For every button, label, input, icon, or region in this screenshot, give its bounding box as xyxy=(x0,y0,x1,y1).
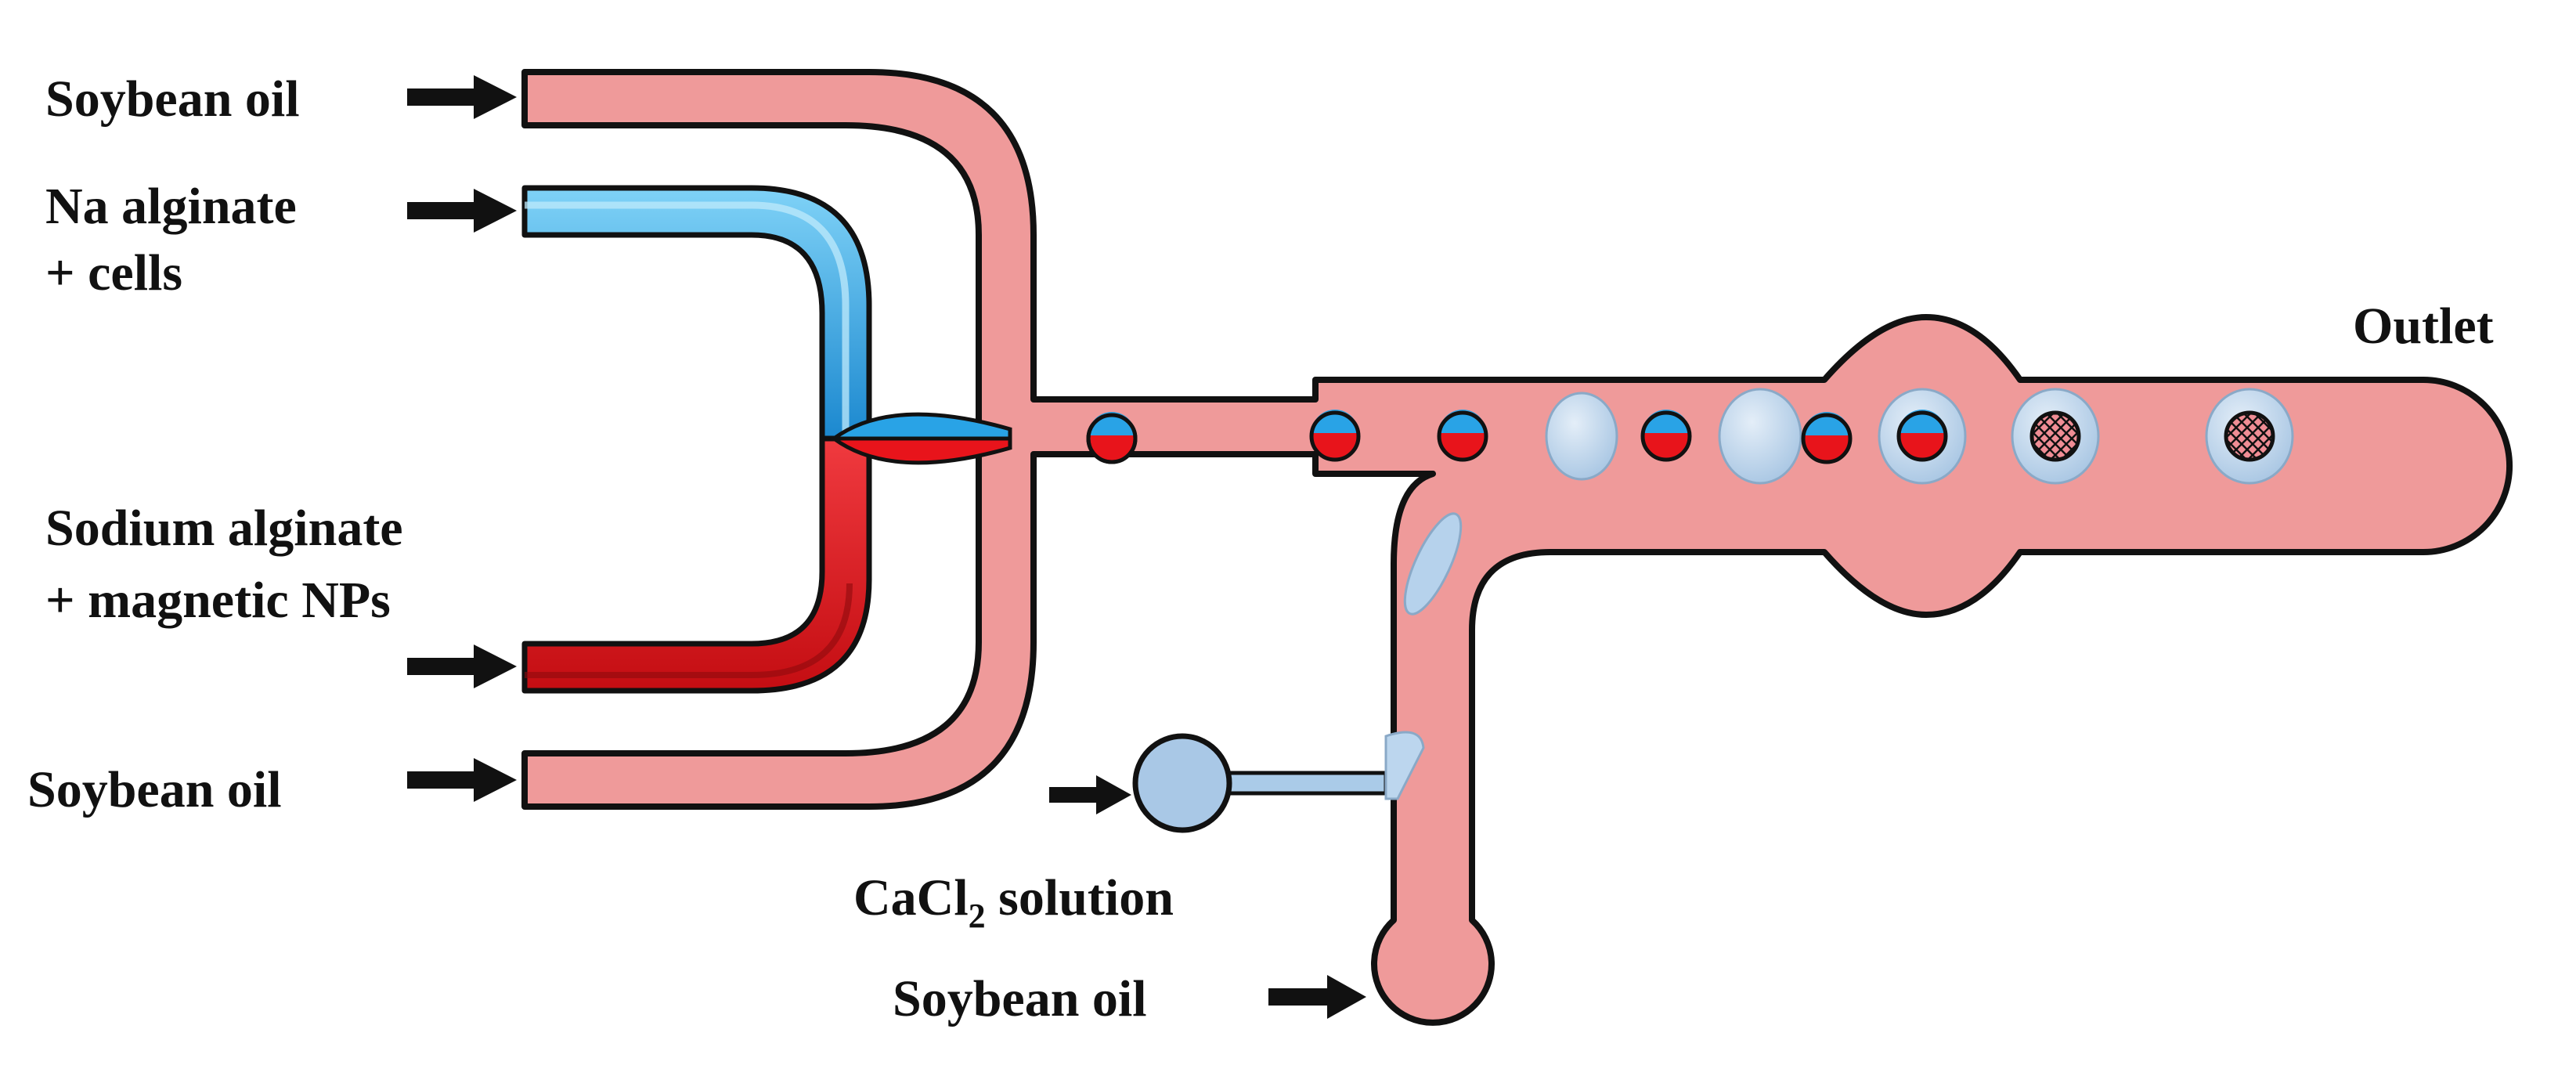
janus-droplet-5 xyxy=(1801,412,1853,464)
cacl2-subscript: 2 xyxy=(969,897,986,935)
cacl2-suffix: solution xyxy=(986,869,1174,926)
cacl2-droplet-2 xyxy=(1718,388,1802,485)
label-sodium-alginate-line2: + magnetic NPs xyxy=(45,572,391,629)
label-soybean-oil-bottom: Soybean oil xyxy=(893,970,1147,1027)
right-arrow-icon xyxy=(407,189,517,233)
right-arrow-icon xyxy=(1049,775,1131,814)
droplet-formation-tip xyxy=(828,412,1012,465)
right-arrow-icon xyxy=(407,758,517,802)
gelled-bead-1 xyxy=(2011,388,2100,485)
cacl2-slug xyxy=(1403,512,1463,616)
janus-droplet-3 xyxy=(1437,410,1488,462)
alginate-cells-channel xyxy=(521,185,872,442)
alginate-nps-channel xyxy=(521,435,872,694)
label-na-alginate-line1: Na alginate xyxy=(45,178,297,235)
janus-droplet-2 xyxy=(1309,410,1361,462)
label-cacl2-solution: CaCl2 solution xyxy=(853,869,1174,935)
right-arrow-icon xyxy=(407,75,517,119)
label-soybean-oil-bottom-left: Soybean oil xyxy=(27,761,282,818)
oil-sheath-channel xyxy=(521,69,2513,1026)
janus-droplet-1 xyxy=(1086,412,1138,464)
label-soybean-oil-top: Soybean oil xyxy=(45,70,300,128)
right-arrow-icon xyxy=(407,645,517,688)
label-outlet: Outlet xyxy=(2353,298,2494,355)
cacl2-inlet xyxy=(1132,731,1425,833)
label-sodium-alginate-line1: Sodium alginate xyxy=(45,500,403,557)
gelled-bead-2 xyxy=(2205,388,2294,485)
label-na-alginate-line2: + cells xyxy=(45,244,182,301)
cacl2-droplet-1 xyxy=(1545,392,1618,481)
right-arrow-icon xyxy=(1268,975,1366,1019)
janus-droplet-4 xyxy=(1640,410,1692,462)
cacl2-prefix: CaCl xyxy=(853,869,969,926)
merged-droplet xyxy=(1878,388,1967,485)
